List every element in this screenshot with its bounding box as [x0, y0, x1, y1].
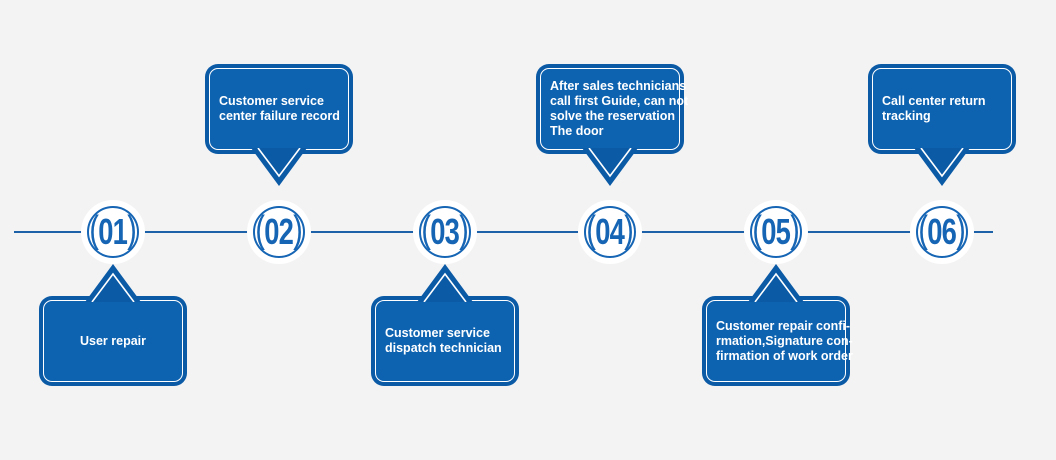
callout-01: User repair [39, 264, 187, 386]
node-01-ring: ( 01 ) [87, 206, 139, 258]
step-05-number: 05 [761, 211, 792, 252]
callout-06: Call center return tracking [868, 64, 1016, 186]
node-03-label: ( 03 ) [421, 209, 469, 252]
callout-03-text: Customer service dispatch technician [385, 326, 502, 355]
step-01-number: 01 [98, 211, 129, 252]
callout-05-text: Customer repair confi- rmation,Signature… [716, 318, 853, 363]
paren-close: ) [956, 209, 966, 251]
step-03-number: 03 [430, 211, 461, 252]
callout-03: Customer service dispatch technician [371, 264, 519, 386]
paren-open: ( [89, 209, 100, 251]
node-04-ring: ( 04 ) [584, 206, 636, 258]
callout-02-text: Customer service center failure record [219, 94, 340, 123]
step-02-number: 02 [264, 211, 295, 252]
node-02: ( 02 ) [247, 200, 311, 264]
node-01: ( 01 ) [81, 200, 145, 264]
callout-04: After sales technicians call first Guide… [536, 64, 688, 186]
callout-05-tail-up-icon [748, 264, 804, 302]
step-06-number: 06 [927, 211, 958, 252]
callout-02: Customer service center failure record [205, 64, 353, 186]
node-05-label: ( 05 ) [752, 209, 800, 252]
callout-05-body: Customer repair confi- rmation,Signature… [706, 300, 853, 382]
callout-06-body: Call center return tracking [872, 68, 1012, 150]
paren-close: ) [790, 209, 800, 251]
callout-06-text: Call center return tracking [882, 94, 986, 123]
callout-01-tail-up-icon [85, 264, 141, 302]
node-06-ring: ( 06 ) [916, 206, 968, 258]
callout-06-tail-down-icon [914, 148, 970, 186]
callout-04-body: After sales technicians call first Guide… [540, 68, 688, 150]
paren-open: ( [752, 209, 763, 251]
node-02-label: ( 02 ) [255, 209, 303, 252]
node-03-ring: ( 03 ) [419, 206, 471, 258]
callout-01-body: User repair [43, 300, 183, 382]
node-06-label: ( 06 ) [918, 209, 966, 252]
node-04-label: ( 04 ) [586, 209, 634, 252]
callout-01-text: User repair [79, 333, 146, 348]
callout-02-tail-down-icon [251, 148, 307, 186]
node-05-ring: ( 05 ) [750, 206, 802, 258]
node-01-label: ( 01 ) [89, 209, 137, 252]
paren-open: ( [421, 209, 432, 251]
callout-04-tail-down-icon [582, 148, 638, 186]
paren-close: ) [127, 209, 137, 251]
callout-03-body: Customer service dispatch technician [375, 300, 515, 382]
paren-close: ) [459, 209, 469, 251]
paren-open: ( [586, 209, 597, 251]
node-05: ( 05 ) [744, 200, 808, 264]
paren-open: ( [918, 209, 929, 251]
node-03: ( 03 ) [413, 200, 477, 264]
paren-open: ( [255, 209, 266, 251]
node-02-ring: ( 02 ) [253, 206, 305, 258]
node-04: ( 04 ) [578, 200, 642, 264]
callout-03-tail-up-icon [417, 264, 473, 302]
step-04-number: 04 [595, 211, 626, 252]
callout-02-body: Customer service center failure record [209, 68, 349, 150]
callout-05: Customer repair confi- rmation,Signature… [702, 264, 853, 386]
paren-close: ) [624, 209, 634, 251]
paren-close: ) [293, 209, 303, 251]
callout-04-text: After sales technicians call first Guide… [550, 79, 689, 138]
timeline-line [14, 231, 993, 233]
node-06: ( 06 ) [910, 200, 974, 264]
